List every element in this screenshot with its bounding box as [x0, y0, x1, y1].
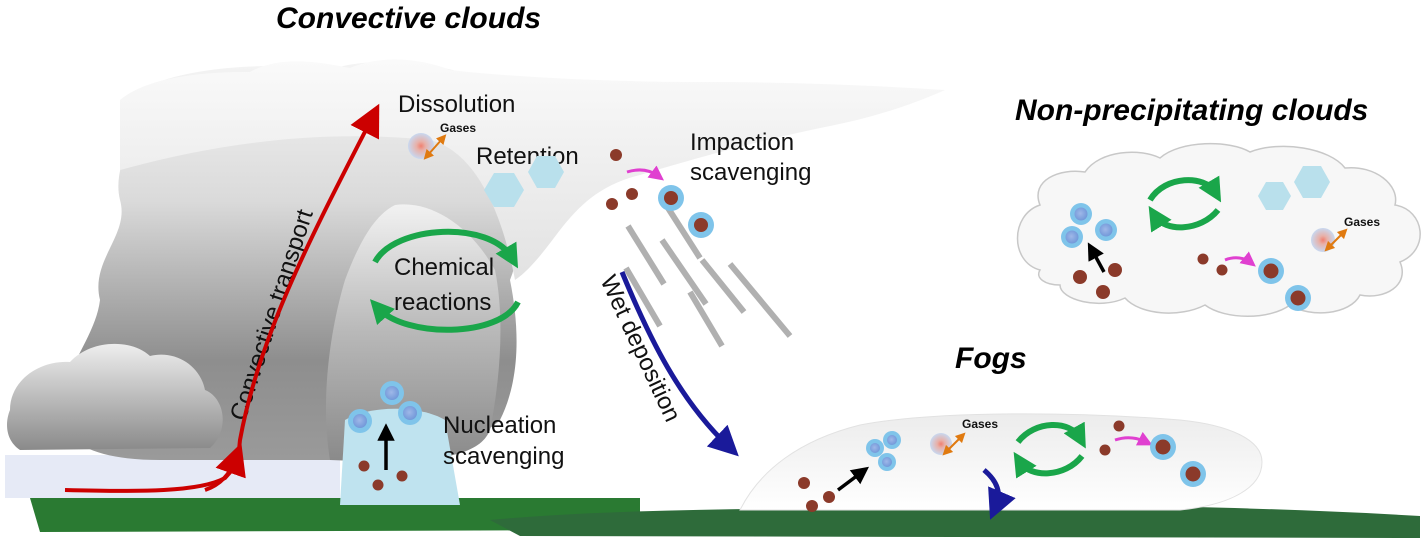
aerosol-particle [823, 491, 835, 503]
low-cloud [7, 343, 223, 450]
collecting-droplet [1180, 461, 1206, 487]
gas-droplet [408, 133, 434, 159]
aerosol-particle [372, 479, 384, 491]
ground-left [30, 498, 640, 532]
ice-crystal-3 [1258, 182, 1291, 210]
rain-streaks [623, 206, 793, 348]
collecting-droplet [1258, 258, 1284, 284]
nonprecip-cycle-bottom-arrow [1148, 205, 1221, 233]
impaction-arrow-convective [626, 165, 665, 181]
impaction-arrow-nonprecip [1224, 251, 1256, 267]
retention-label: Retention [476, 143, 579, 170]
aerosol-particle [606, 198, 618, 210]
nucleation-label-line2: scavenging [443, 443, 564, 470]
ice-crystal-2 [528, 156, 564, 188]
gas-exchange-arrow [1324, 228, 1348, 252]
non-precipitating-clouds-title: Non-precipitating clouds [1015, 94, 1368, 127]
nucleation-label-line1: Nucleation [443, 412, 556, 439]
aerosol-particle [1099, 444, 1111, 456]
gases-label-fog: Gases [962, 417, 998, 431]
cloud-droplet [883, 431, 901, 449]
convective-clouds-title: Convective clouds [276, 2, 541, 35]
chemical-label-line1: Chemical [394, 254, 494, 281]
ice-crystal-4 [1294, 166, 1330, 198]
ice-crystal-1 [484, 173, 524, 207]
cloud-droplet [1070, 203, 1092, 225]
updraft-column [325, 204, 501, 462]
aerosol-particle [1108, 263, 1122, 277]
cloud-droplet [866, 439, 884, 457]
collecting-droplet [658, 185, 684, 211]
chemical-cycle-bottom-arrow [369, 299, 521, 333]
gas-droplet [930, 433, 952, 455]
nonprecip-cycle-top-arrow [1147, 175, 1222, 203]
chemical-cycle-top-arrow [372, 228, 519, 269]
nucleation-arrow-fog [836, 466, 869, 492]
impaction-label-line1: Impaction [690, 129, 794, 156]
cloud-droplet [1061, 226, 1083, 248]
aerosol-particle [610, 149, 622, 161]
chemical-label-line2: reactions [394, 289, 491, 316]
gas-exchange-arrow [942, 432, 966, 456]
aerosol-particle [626, 188, 638, 200]
impaction-arrow-fog [1114, 431, 1153, 446]
aerosol-particle [1197, 253, 1209, 265]
gas-exchange-arrow [423, 134, 447, 160]
impaction-label-line2: scavenging [690, 159, 811, 186]
collecting-droplet [688, 212, 714, 238]
aerosol-particle [806, 500, 818, 512]
gas-droplet [1311, 228, 1335, 252]
aerosol-particle [1113, 420, 1125, 432]
collecting-droplet [1150, 434, 1176, 460]
gases-label-convective: Gases [440, 121, 476, 135]
nucleation-arrow-nonprecip [1087, 242, 1106, 273]
aerosol-particle [358, 460, 370, 472]
fog-layer [739, 413, 1263, 511]
nucleation-zone [340, 408, 460, 505]
aerosol-particle [1096, 285, 1110, 299]
collecting-droplet [1285, 285, 1311, 311]
cloud-droplet [878, 453, 896, 471]
dissolution-label: Dissolution [398, 91, 515, 118]
aerosol-particle [396, 470, 408, 482]
transport-branch-arrow [204, 442, 246, 492]
cloud-droplet [348, 409, 372, 433]
cloud-droplet [1095, 219, 1117, 241]
ground-right [490, 505, 1420, 538]
gases-label-nonprecip: Gases [1344, 215, 1380, 229]
wet-deposition-arrow [619, 271, 739, 457]
fog-deposition-arrow [982, 468, 1016, 520]
cloud-droplet [398, 401, 422, 425]
aerosol-particle [1216, 264, 1228, 276]
fogs-title: Fogs [955, 342, 1027, 375]
cloud-droplet [380, 381, 404, 405]
fog-cycle-top-arrow [1015, 421, 1086, 449]
fog-cycle-bottom-arrow [1013, 451, 1085, 479]
aerosol-particle [798, 477, 810, 489]
surface-haze [5, 455, 340, 498]
aerosol-particle [1073, 270, 1087, 284]
